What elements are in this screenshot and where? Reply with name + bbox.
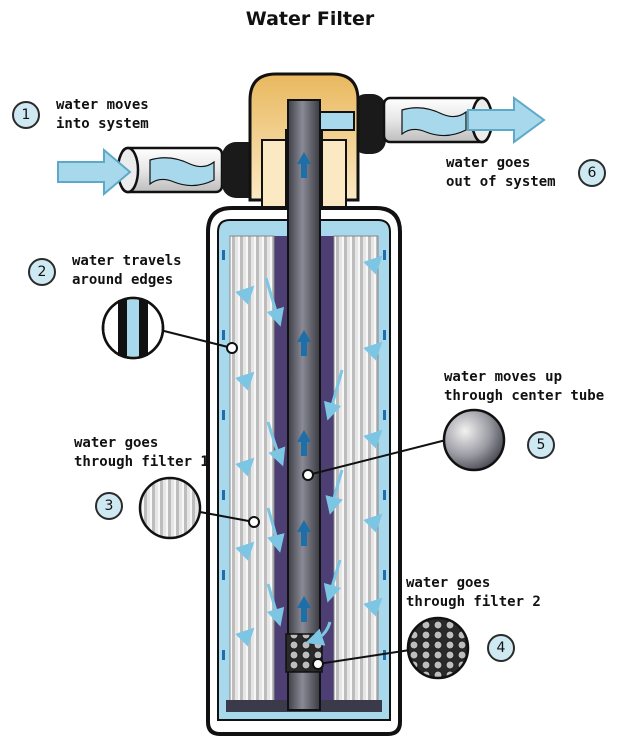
step-number-5: 5 [527,431,555,459]
step-number-1: 1 [12,101,40,129]
step-number-2: 2 [28,258,56,286]
edge-flow-arrows [222,250,386,660]
callout-filter-2 [312,616,470,680]
diagram-title: Water Filter [245,8,375,30]
step-number-3: 3 [95,492,123,520]
step-number-4: 4 [487,634,515,662]
callout-filter-1 [138,476,260,540]
inlet-arrow [57,147,132,197]
tube-flow-arrows [297,152,311,622]
step-number-6: 6 [578,159,606,187]
outlet-arrow [467,96,546,144]
callout-center-tube [302,408,506,481]
pleat-flow-arrows [235,255,383,647]
callout-edges [101,296,238,360]
